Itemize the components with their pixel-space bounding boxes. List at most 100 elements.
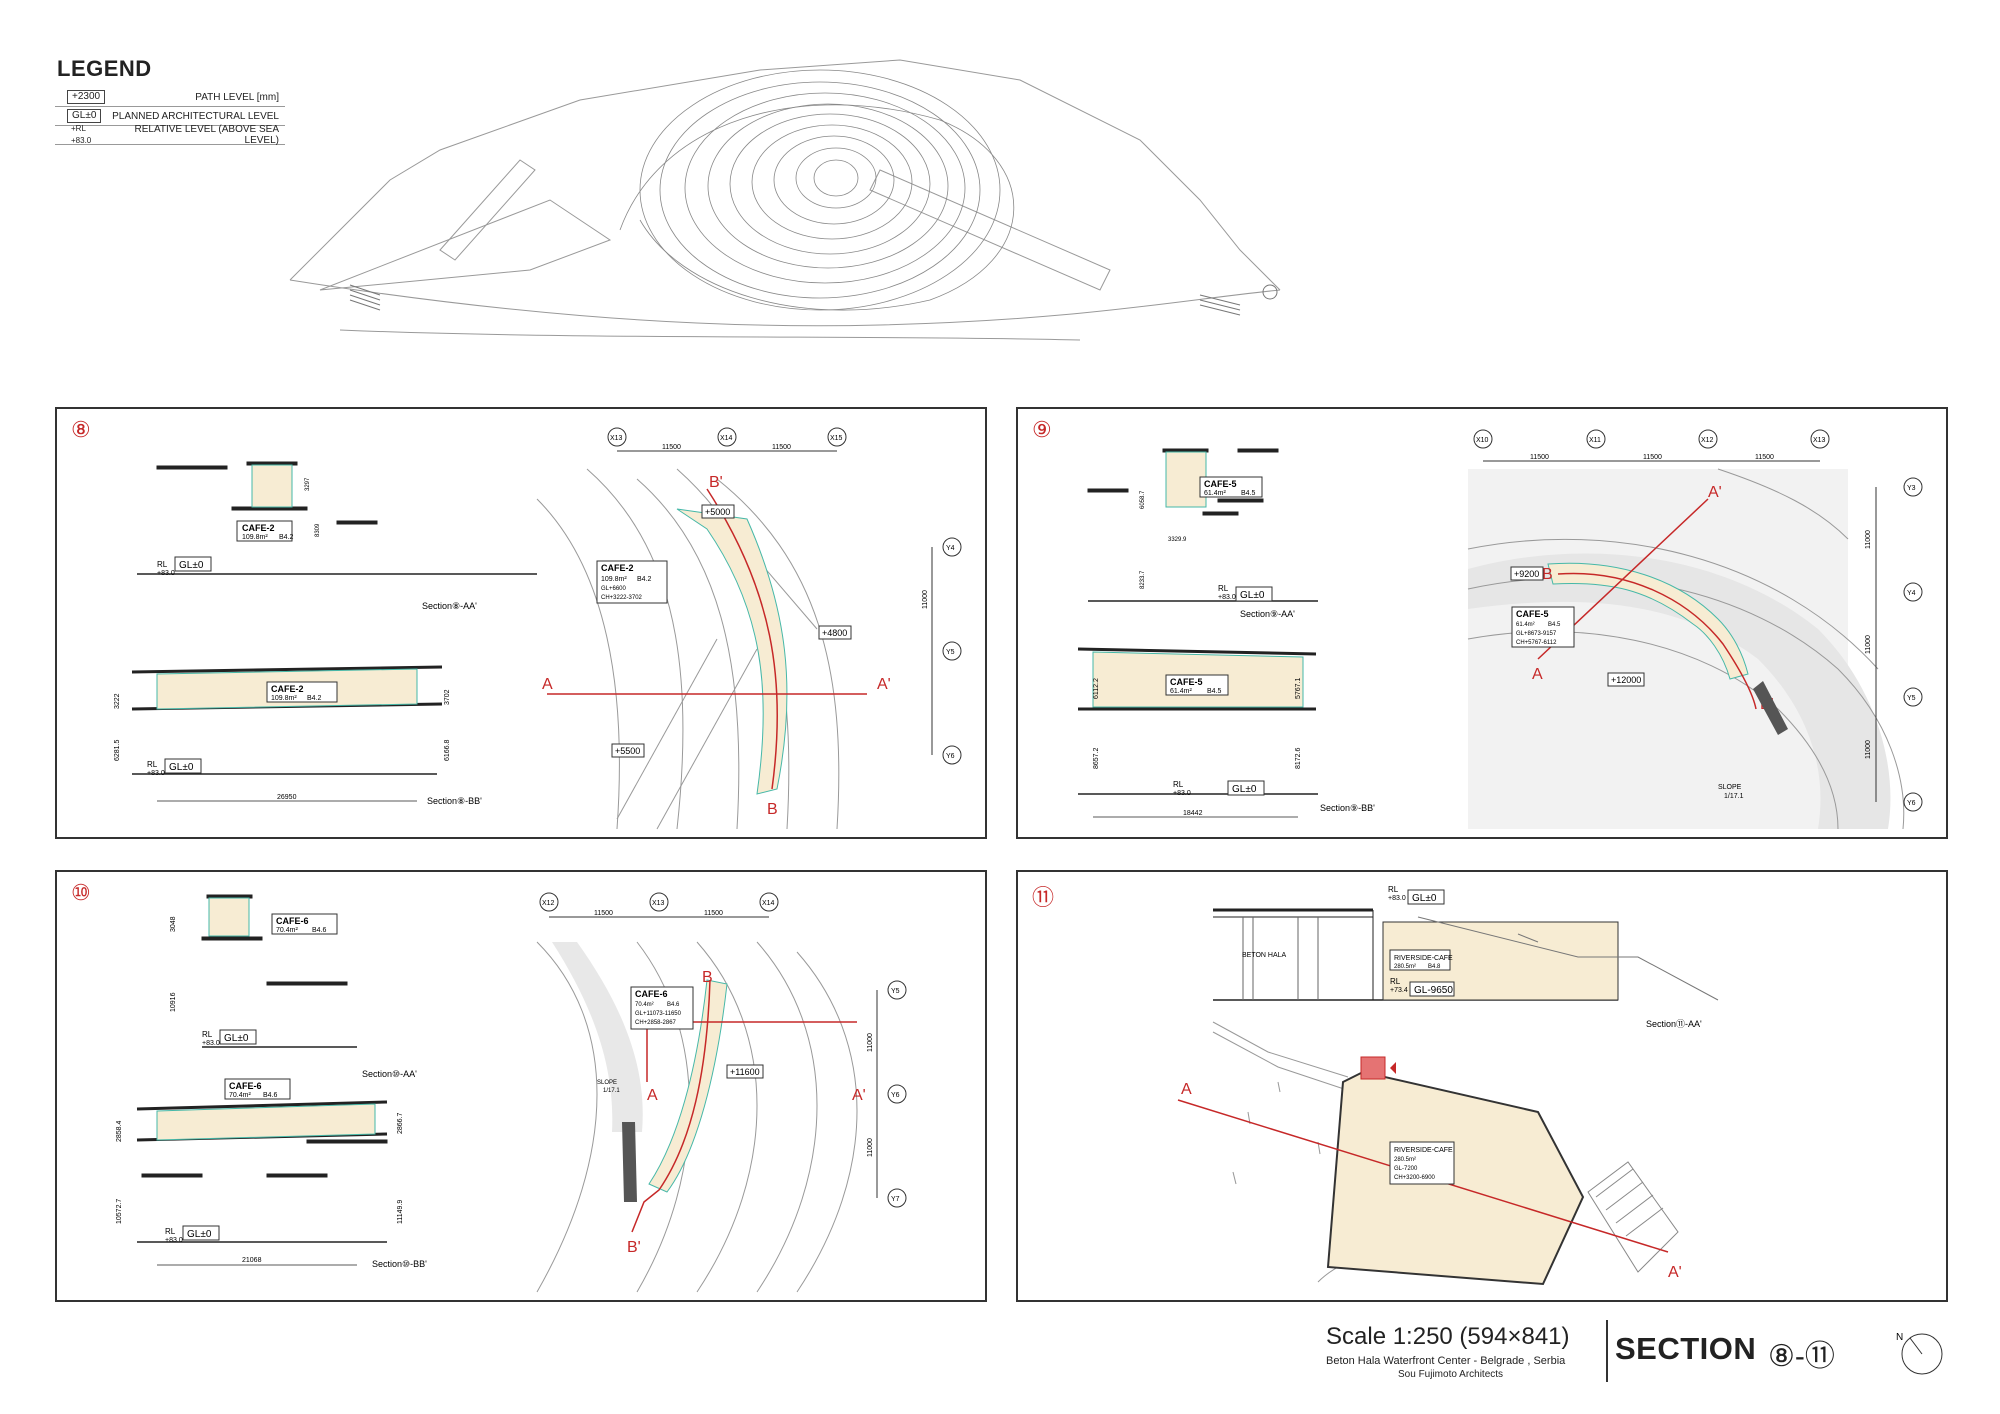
cut-label: A' <box>1668 1264 1682 1281</box>
room-label: CAFE-5 <box>1170 677 1203 687</box>
rl-value: +83.0 <box>1218 594 1236 601</box>
path-level: +5000 <box>705 507 730 517</box>
plan-view <box>536 468 840 830</box>
cut-label: A <box>647 1087 658 1104</box>
dim: 6058.7 <box>1140 490 1146 509</box>
rl-label: RL <box>157 560 168 569</box>
dim: 18442 <box>1183 810 1203 817</box>
cut-label: A' <box>877 676 891 693</box>
grid-span: 11000 <box>922 590 929 609</box>
cut-label: A' <box>852 1087 866 1104</box>
grid-bubbles <box>1473 429 1923 812</box>
path-level: +4800 <box>822 628 847 638</box>
stair <box>1753 681 1788 735</box>
dim: 5767.1 <box>1295 677 1302 699</box>
cut-label: B <box>1542 566 1553 583</box>
grid-axis: Y7 <box>891 1196 900 1203</box>
grid-axis: X14 <box>720 435 733 442</box>
legend-row: GL±0 PLANNED ARCHITECTURAL LEVEL <box>55 107 285 126</box>
grid-axis: Y5 <box>1907 695 1916 702</box>
room-area: 70.4m² <box>229 1092 251 1099</box>
grid-axis: X13 <box>1813 437 1826 444</box>
cafe-floor <box>1547 562 1749 680</box>
legend-row: +RL +83.0 RELATIVE LEVEL (ABOVE SEA LEVE… <box>55 124 285 146</box>
grid-span: 11000 <box>1865 530 1872 549</box>
room-grid: B4.5 <box>1207 688 1222 695</box>
gl-label: GL±0 <box>179 560 204 571</box>
entrance-arrow-icon <box>1390 1062 1396 1074</box>
section-aa-label: Section⑧-AA' <box>422 601 477 611</box>
room-label: CAFE-5 <box>1516 609 1549 619</box>
room-grid: B4.5 <box>1241 490 1256 497</box>
rl-label: RL <box>1218 584 1229 593</box>
rl-label: RL <box>202 1030 213 1039</box>
building-label: BETON HALA <box>1242 952 1287 959</box>
cafe-floor <box>676 508 788 795</box>
room-grid: B4.6 <box>667 1002 680 1008</box>
rl-value: +83.0 <box>165 1237 183 1244</box>
cut-label: A <box>542 676 553 693</box>
room-label: CAFE-6 <box>635 989 668 999</box>
path-level: +12000 <box>1611 675 1641 685</box>
room-label: RIVERSIDE-CAFE <box>1394 955 1453 962</box>
grid-span: 11500 <box>1530 454 1549 461</box>
cut-label: A <box>1532 666 1543 683</box>
ceiling-height-tag: CH+3200-6900 <box>1394 1175 1436 1181</box>
room-grid: B4.2 <box>637 576 652 583</box>
cut-line-bb <box>706 488 779 790</box>
room-area: 280.5m² <box>1394 964 1416 970</box>
cut-label: B' <box>627 1239 641 1256</box>
grid-axis: X13 <box>610 435 623 442</box>
room-label: CAFE-2 <box>242 523 275 533</box>
rl-value: +83.0 <box>157 570 175 577</box>
dim: 10916 <box>170 992 177 1012</box>
legend-code: +RL +83.0 <box>71 124 92 145</box>
cut-label: B <box>702 969 713 986</box>
dim: 6281.5 <box>114 739 121 761</box>
sheet-title: SECTION <box>1615 1331 1757 1366</box>
room-label: CAFE-2 <box>601 563 634 573</box>
section-bb <box>1077 647 1318 818</box>
gl-label: GL±0 <box>1412 893 1437 904</box>
gl-label: GL-9650 <box>1414 985 1453 996</box>
grid-axis: Y6 <box>946 753 955 760</box>
gl-label: GL±0 <box>224 1033 249 1044</box>
grid-axis: X12 <box>542 900 555 907</box>
slope-label: SLOPE <box>1718 784 1742 791</box>
grid-span: 11500 <box>594 910 613 917</box>
slope-value: 1/17.1 <box>1724 793 1744 800</box>
section-10-drawing: CAFE-6 70.4m² B4.6 3048 10916 RL +83.0 G… <box>116 892 907 1293</box>
grid-axis: Y4 <box>1907 590 1916 597</box>
section-aa <box>1213 908 1719 1001</box>
room-grid: B4.6 <box>312 927 327 934</box>
room-area: 61.4m² <box>1516 622 1535 628</box>
ceiling-height-tag: CH+5767-6112 <box>1516 640 1557 646</box>
rl-value: +83.0 <box>202 1040 220 1047</box>
section-aa <box>137 461 537 575</box>
grid-axis: X15 <box>830 435 843 442</box>
north-label: N <box>1896 1332 1903 1343</box>
floor-level-tag: GL-7200 <box>1394 1166 1418 1172</box>
panel-number: ⑨ <box>1032 417 1052 442</box>
gl-label: GL±0 <box>1232 784 1257 795</box>
cut-label: B <box>767 801 778 818</box>
path-level: +11600 <box>730 1067 760 1077</box>
dim: 8172.6 <box>1295 747 1302 769</box>
room-area: 280.5m² <box>1394 1157 1416 1163</box>
room-area: 109.8m² <box>242 534 268 541</box>
section-8-drawing: CAFE-2 109.8m² B4.2 RL +83.0 GL±0 3297 8… <box>114 427 962 830</box>
rl-value: +83.0 <box>147 770 165 777</box>
grid-axis: Y3 <box>1907 485 1916 492</box>
dim: 6166.8 <box>444 739 451 761</box>
section-9-drawing: CAFE-5 61.4m² B4.5 6058.7 3329.9 8233.7 … <box>1077 429 1923 830</box>
room-label: CAFE-5 <box>1204 479 1237 489</box>
grid-axis: Y5 <box>946 649 955 656</box>
site-marker-icon <box>1262 284 1278 300</box>
plan-ring <box>1468 553 1891 829</box>
room-label: CAFE-6 <box>276 916 309 926</box>
rl-label: RL <box>1390 977 1401 986</box>
grid-span: 11500 <box>772 444 791 451</box>
room-grid: B4.8 <box>1428 964 1441 970</box>
panel-number: ⑩ <box>71 880 91 905</box>
section-aa-label: Section⑨-AA' <box>1240 609 1295 619</box>
